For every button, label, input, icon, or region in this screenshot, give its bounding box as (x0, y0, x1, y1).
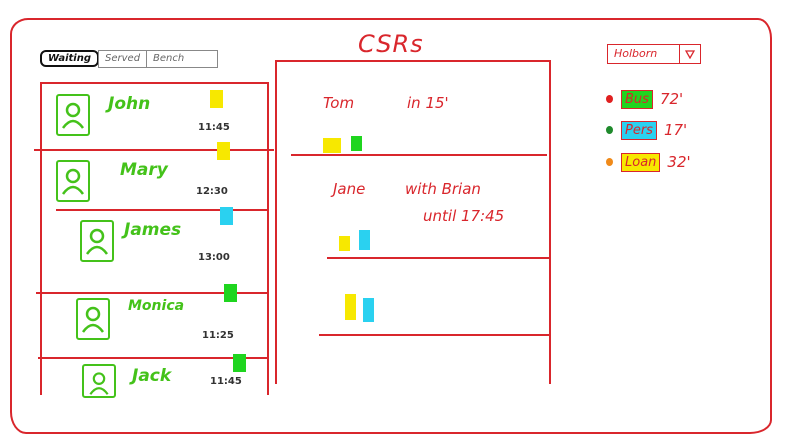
dropdown-triangle-icon[interactable] (679, 45, 700, 63)
status-dot-icon (606, 126, 613, 134)
csr-status: in 15' (407, 94, 449, 112)
csr-name: Tom (323, 94, 355, 112)
service-marker (220, 207, 233, 225)
service-slot (351, 136, 362, 151)
service-slot (359, 230, 370, 250)
service-slot (345, 294, 356, 320)
csr-divider (319, 334, 549, 336)
csr-divider (327, 257, 549, 259)
customer-name: James (124, 220, 182, 240)
queue-item[interactable]: John 11:45 (42, 86, 267, 146)
customer-name: John (108, 94, 151, 114)
tab-waiting[interactable]: Waiting (40, 50, 100, 67)
queue-stat: Loan 32' (606, 151, 691, 173)
service-chip: Bus (621, 89, 653, 109)
tab-served[interactable]: Served (98, 50, 148, 68)
csr-status-detail: until 17:45 (423, 207, 505, 225)
queue-divider (34, 149, 274, 151)
customer-name: Jack (132, 366, 172, 386)
wait-time: 17' (663, 121, 688, 139)
person-avatar-icon (56, 94, 90, 136)
arrival-time: 12:30 (196, 186, 228, 197)
service-slot (363, 298, 374, 322)
arrival-time: 11:45 (198, 122, 230, 133)
branch-select[interactable]: Holborn (607, 44, 701, 64)
service-chip: Loan (621, 152, 661, 172)
csr-divider (291, 154, 547, 156)
queue-tabs: Waiting Served Bench (40, 50, 219, 68)
arrival-time: 11:45 (210, 376, 242, 387)
queue-divider (36, 292, 267, 294)
queue-item[interactable]: James 13:00 (42, 207, 267, 272)
person-avatar-icon (56, 160, 90, 202)
service-slot (339, 236, 350, 251)
service-marker (233, 354, 246, 372)
queue-divider (42, 82, 267, 84)
queue-item[interactable]: Jack 11:45 (42, 354, 267, 418)
tab-bench[interactable]: Bench (146, 50, 219, 68)
status-dot-icon (606, 95, 613, 103)
person-avatar-icon (76, 298, 110, 340)
arrival-time: 13:00 (198, 252, 230, 263)
app-frame (10, 18, 772, 434)
csr-name: Jane (333, 180, 366, 198)
service-marker (210, 90, 223, 108)
queue-item[interactable]: Monica 11:25 (42, 284, 267, 350)
wait-time: 32' (667, 153, 691, 171)
queue-item[interactable]: Mary 12:30 (42, 142, 267, 212)
waiting-queue: John 11:45 Mary 12:30 James 13:00 Monica… (34, 82, 274, 398)
arrival-time: 11:25 (202, 330, 234, 341)
csr-panel: Tom in 15' Jane with Brian until 17:45 (275, 60, 551, 384)
status-dot-icon (606, 158, 613, 166)
person-avatar-icon (82, 364, 116, 398)
customer-name: Monica (128, 298, 185, 314)
wait-time: 72' (659, 90, 684, 108)
customer-name: Mary (120, 160, 168, 180)
service-chip: Pers (621, 120, 657, 140)
service-slot (323, 138, 341, 153)
queue-stat: Bus 72' (606, 88, 683, 110)
page-title: CSRs (358, 30, 424, 58)
person-avatar-icon (80, 220, 114, 262)
csr-status: with Brian (405, 180, 481, 198)
service-marker (217, 142, 230, 160)
queue-stat: Pers 17' (606, 119, 687, 141)
queue-divider (56, 209, 267, 211)
queue-divider (38, 357, 267, 359)
branch-select-value: Holborn (614, 47, 658, 60)
service-marker (224, 284, 237, 302)
